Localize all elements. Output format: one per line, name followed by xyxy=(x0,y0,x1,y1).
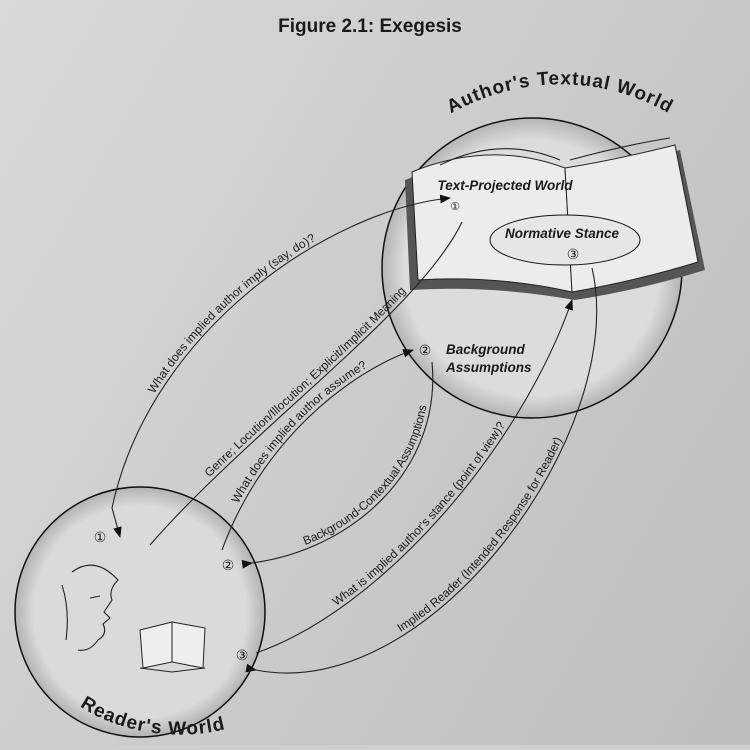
reader-face-icon xyxy=(61,564,119,651)
author-marker-2: ② xyxy=(419,342,432,358)
reader-marker-2: ② xyxy=(222,557,235,573)
author-marker-1: ① xyxy=(450,201,460,213)
reader-world-circle xyxy=(14,486,266,738)
small-book-icon xyxy=(139,621,206,673)
author-marker-3: ③ xyxy=(567,246,580,262)
reader-marker-3: ③ xyxy=(236,647,249,663)
background-assumptions-label-line1: Background xyxy=(446,342,526,357)
reader-marker-1: ① xyxy=(94,529,107,545)
normative-stance-ellipse xyxy=(489,214,641,266)
text-projected-world-label: Text-Projected World xyxy=(437,178,573,193)
background-assumptions-label-line2: Assumptions xyxy=(445,360,532,375)
arc-label-genre: Genre; Locution/Illocution; Explicit/Imp… xyxy=(202,284,409,480)
normative-stance-label: Normative Stance xyxy=(505,226,620,241)
arrow-to-reader-1 xyxy=(111,507,122,539)
author-world-title: Author's Textual World xyxy=(443,68,676,118)
figure-title: Figure 2.1: Exegesis xyxy=(278,16,462,37)
arc-label-background: Background-Contextual Assumptions xyxy=(301,404,430,548)
arc-label-imply: What does implied author imply (say, do)… xyxy=(145,231,318,396)
